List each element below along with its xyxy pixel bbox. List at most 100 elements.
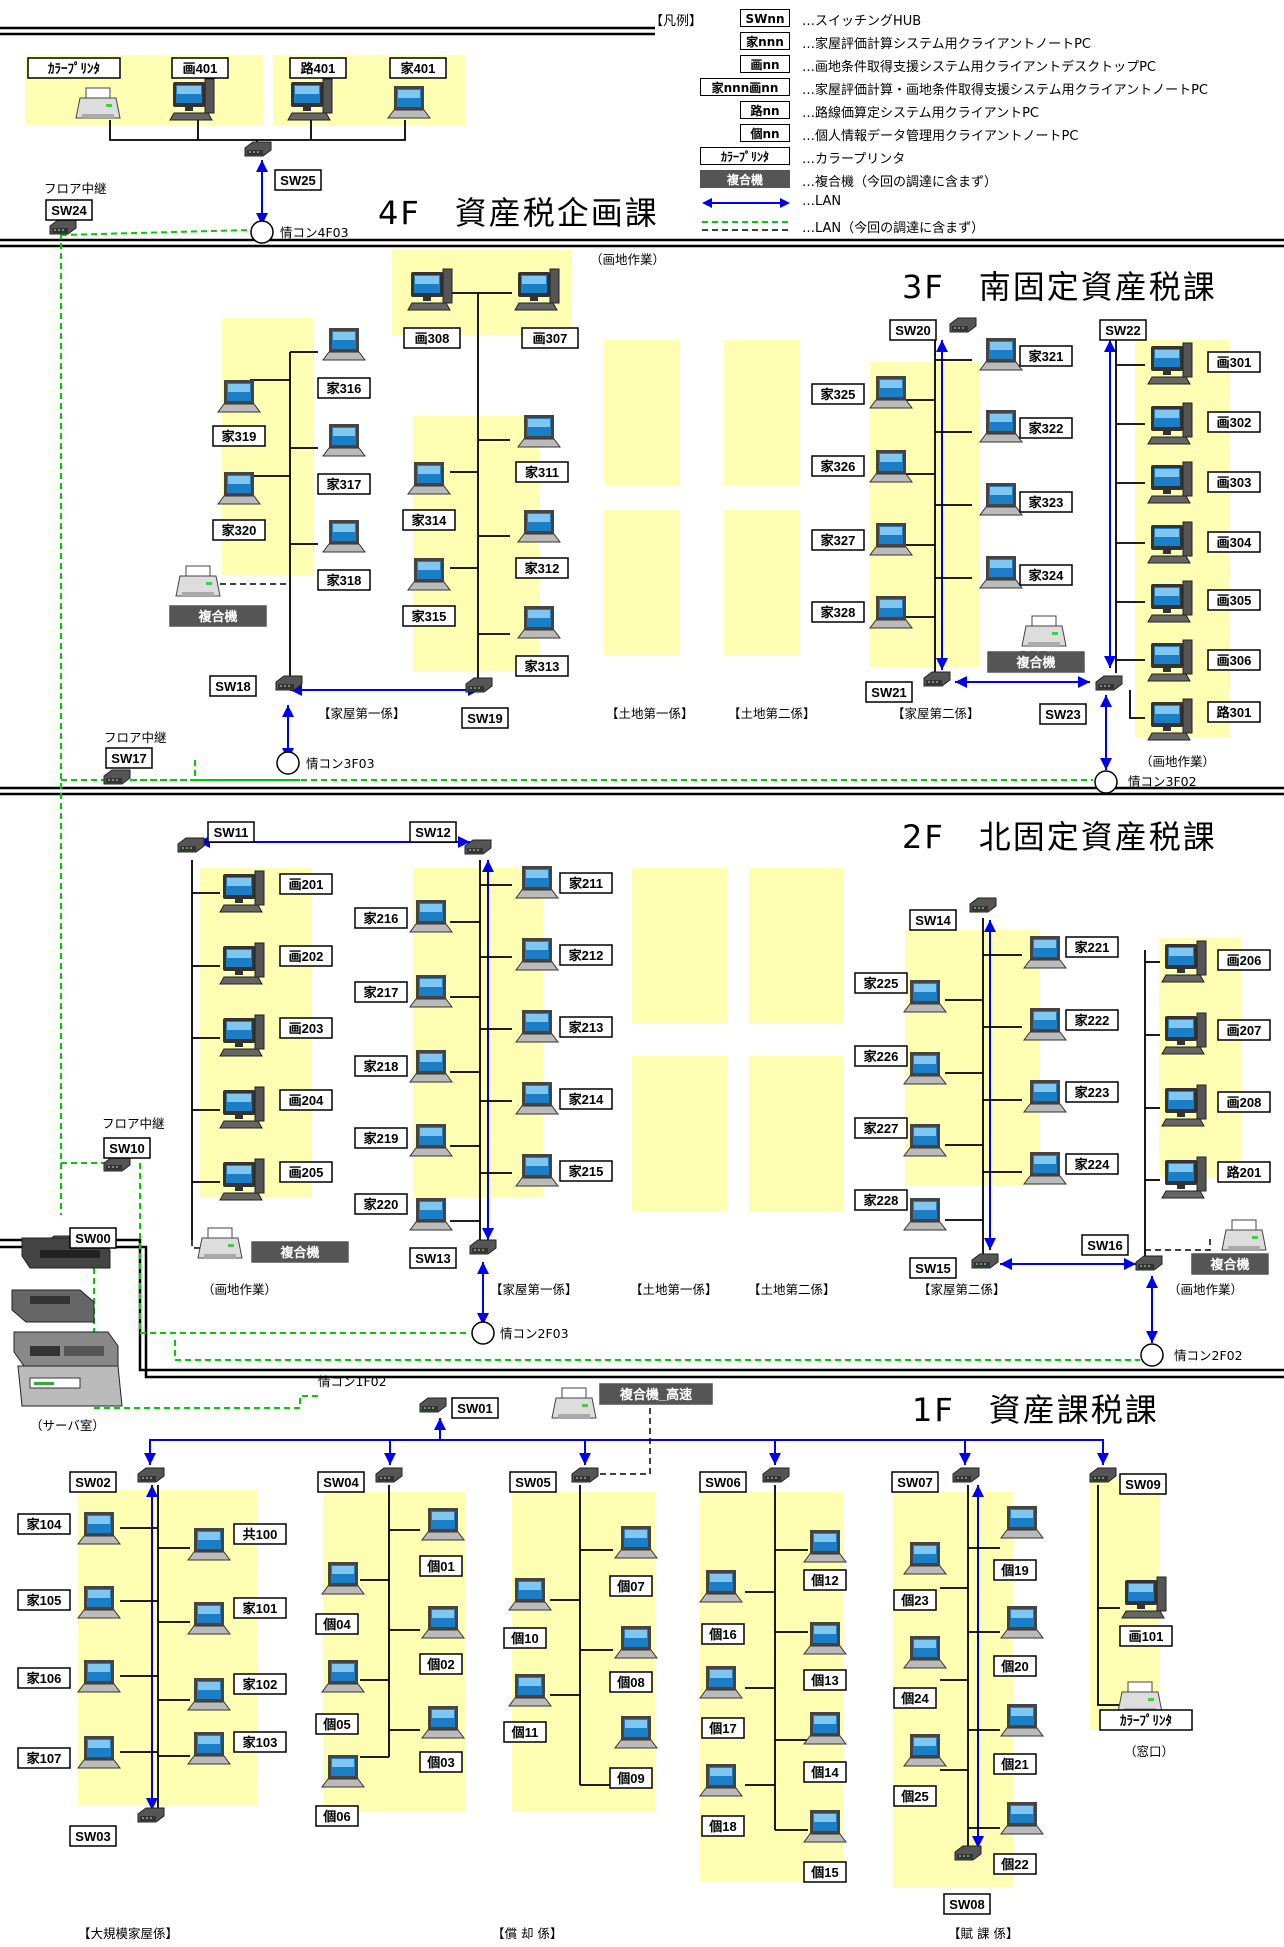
laptop-icon — [614, 1525, 658, 1559]
annotation-t-gasaku2b: （画地作業） — [1168, 1282, 1243, 1297]
node-label-text: 個19 — [1000, 1563, 1028, 1578]
annotation-t-relay24: フロア中継 — [44, 181, 107, 196]
desktop-icon — [169, 78, 215, 121]
node-label-p317: 家317 — [317, 473, 371, 495]
laptop-icon — [515, 1081, 559, 1115]
desktop-icon — [1161, 940, 1207, 983]
laptop-icon — [1000, 1505, 1044, 1539]
legend-text: …個人情報データ管理用クライアントノートPC — [802, 129, 1079, 144]
laptop-icon — [421, 1507, 465, 1541]
node-label-text: 家325 — [821, 387, 856, 402]
legend-symbol: ｶﾗｰﾌﾟﾘﾝﾀ — [700, 147, 790, 165]
node-label-box — [909, 909, 957, 931]
laptop-icon — [321, 1561, 365, 1595]
node-label-box — [209, 675, 257, 697]
laptop-icon — [187, 1731, 231, 1765]
laptop-icon — [1023, 1151, 1067, 1185]
node-label-sw20: SW20 — [889, 319, 937, 341]
switch-icon — [952, 1467, 980, 1483]
node-label-text: 家324 — [1029, 568, 1064, 583]
server-rack-icon — [11, 1237, 123, 1407]
node-label-box — [599, 1383, 713, 1405]
node-label-sw16: SW16 — [1081, 1234, 1129, 1256]
node-label-text: 個16 — [708, 1627, 736, 1642]
node-label-p102: 家102 — [233, 1673, 287, 1695]
node-label-text: SW19 — [467, 711, 502, 726]
node-label-text: 家321 — [1029, 349, 1064, 364]
node-label-text: 家326 — [821, 459, 856, 474]
node-label-text: 家104 — [27, 1517, 62, 1532]
node-label-sw02: SW02 — [69, 1471, 117, 1493]
switch-icon — [244, 141, 272, 157]
node-label-box — [233, 1523, 287, 1545]
node-label-text: 家221 — [1075, 940, 1110, 955]
node-label-text: 個17 — [708, 1721, 736, 1736]
node-label-box — [233, 1673, 287, 1695]
node-label-text: 家314 — [412, 513, 447, 528]
node-label-sw21: SW21 — [865, 681, 913, 703]
laptop-icon — [903, 979, 947, 1013]
legend-row-lan2: …LAN（今回の調達に含まず） — [650, 215, 1280, 237]
annotation-t-gasaku2a: （画地作業） — [202, 1282, 277, 1297]
node-label-box — [1217, 949, 1271, 971]
laptop-icon — [903, 1197, 947, 1231]
legend-row-hub: 【凡例】 SWnn …スイッチングHUB — [650, 8, 1280, 30]
laptop-icon — [869, 595, 913, 629]
node-label-box — [279, 1089, 333, 1111]
node-label-box — [1065, 1081, 1119, 1103]
node-label-box — [1191, 1253, 1269, 1275]
node-label-text: SW22 — [1105, 323, 1140, 338]
laptop-icon — [322, 423, 366, 457]
desktop-icon — [219, 870, 265, 913]
laptop-icon — [517, 414, 561, 448]
node-label-box — [893, 1785, 937, 1807]
node-label-p326: 家326 — [811, 455, 865, 477]
node-label-text: 個23 — [900, 1593, 928, 1608]
node-label-box — [1207, 351, 1261, 373]
node-label-text: 画306 — [1217, 653, 1252, 668]
node-label-p303: 画303 — [1207, 471, 1261, 493]
node-label-text: 画302 — [1217, 415, 1252, 430]
node-label-p304: 画304 — [1207, 531, 1261, 553]
laptop-icon — [407, 461, 451, 495]
node-label-p206: 画206 — [1217, 949, 1271, 971]
node-label-p328: 家328 — [811, 601, 865, 623]
node-label-box — [811, 383, 865, 405]
node-label-box — [609, 1767, 653, 1789]
laptop-icon — [217, 471, 261, 505]
node-label-box — [233, 1731, 287, 1753]
printer-icon — [1021, 615, 1067, 647]
legend-symbol: 家nnn画nn — [700, 78, 790, 96]
node-label-box — [993, 1853, 1037, 1875]
node-label-text: SW01 — [457, 1401, 492, 1416]
node-label-sw25: SW25 — [274, 169, 322, 191]
node-label-p220: 家220 — [354, 1193, 408, 1215]
legend-row-ro: 路nn …路線価算定システム用クライアントPC — [650, 100, 1280, 122]
node-label-text: 家312 — [525, 561, 560, 576]
node-label-box — [354, 981, 408, 1003]
node-label-text: 画207 — [1227, 1023, 1262, 1038]
node-label-cp1: ｶﾗｰﾌﾟﾘﾝﾀ — [1099, 1709, 1193, 1731]
node-label-text: 家220 — [364, 1197, 399, 1212]
node-label-p101: 家101 — [233, 1597, 287, 1619]
node-label-text: 個06 — [322, 1809, 350, 1824]
annotation-t-jc1f02: 情コン1F02 — [318, 1374, 387, 1389]
legend-row-ko: 個nn …個人情報データ管理用クライアントノートPC — [650, 123, 1280, 145]
node-label-box — [1065, 1153, 1119, 1175]
node-label-box — [274, 169, 322, 191]
node-label-sw08: SW08 — [943, 1893, 991, 1915]
node-label-p301: 画301 — [1207, 351, 1261, 373]
node-label-text: 家216 — [364, 911, 399, 926]
node-label-box — [17, 1589, 71, 1611]
node-label-text: 個11 — [511, 1725, 539, 1740]
node-label-sw15: SW15 — [909, 1257, 957, 1279]
printer-icon — [175, 565, 221, 597]
node-label-text: SW13 — [415, 1251, 450, 1266]
node-label-box — [1019, 417, 1073, 439]
laptop-icon — [77, 1735, 121, 1769]
node-label-text: SW23 — [1045, 707, 1080, 722]
node-label-text: 家224 — [1075, 1157, 1110, 1172]
laptop-icon — [409, 1049, 453, 1083]
node-label-p322: 家322 — [1019, 417, 1073, 439]
node-label-k12: 個12 — [803, 1569, 847, 1591]
